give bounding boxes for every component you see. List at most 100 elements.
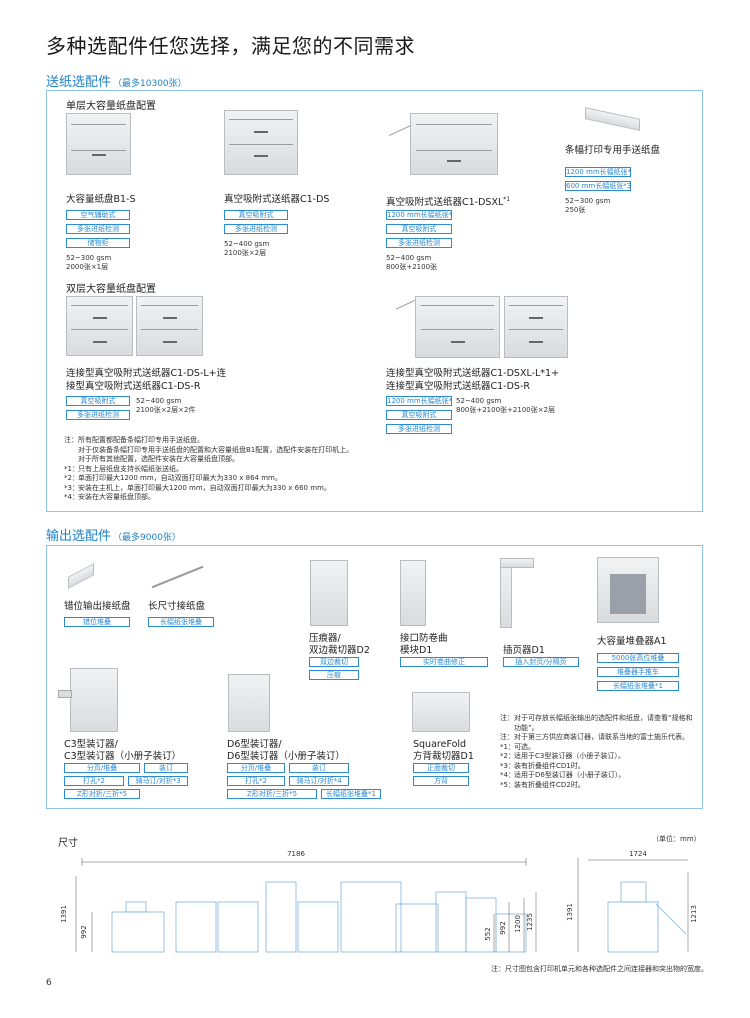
tag: 1200 mm长幅纸张*2 <box>386 210 452 220</box>
note-line: 注：对于可存放长幅纸张输出的选配件和纸盘，请查看“规格和功能”。 <box>500 714 693 732</box>
tag: 1200 mm长幅纸张*2 <box>565 167 631 177</box>
note-line: *3：安装在主机上，单面打印最大1200 mm，自动双面打印最大为330 x 6… <box>64 483 331 492</box>
tag: 压痕 <box>309 670 359 680</box>
stacker-image <box>597 557 659 623</box>
dim-h5: 1200 <box>514 915 522 933</box>
dim-box <box>465 897 497 953</box>
dim-box <box>340 881 402 953</box>
double-feeder-name-1: 连接型真空吸附式送纸器C1-DS-L+连 <box>66 368 227 379</box>
note-line: 对于所有其他配置，选配件安装在大容量纸盘顶部。 <box>78 455 239 463</box>
offset-tray-name: 错位输出接纸盘 <box>64 601 131 612</box>
tag: 插入封页/分隔页 <box>503 657 579 667</box>
tag: 多张进纸检测 <box>66 224 130 234</box>
double-feeder-l-image <box>66 296 133 356</box>
note-line: 注：所有配置都配备条幅打印专用手送纸盘。 <box>64 436 204 444</box>
dim-box <box>607 901 659 953</box>
tray-b1s-name: 大容量纸盘B1-S <box>66 194 136 205</box>
dim-box <box>395 903 439 953</box>
dim-box <box>620 881 647 903</box>
double-feeder-name-2: 接型真空吸附式送纸器C1-DS-R <box>66 381 201 392</box>
feeder-c1dsxl-name: 真空吸附式送纸器C1-DSXL*1 <box>386 196 511 209</box>
note-line: *3：装有折叠组件CD1时。 <box>500 761 585 770</box>
note-line: 注：对于第三方供应商装订器，请联系当地的富士施乐代表。 <box>500 733 689 741</box>
tag: 1200 mm长幅纸张*2 <box>386 396 452 406</box>
double-xl-spec-2: 800张+2100张+2100张×2层 <box>456 406 556 414</box>
dim-side-h1: 1391 <box>566 903 574 921</box>
double-xl-name-2: 连接型真空吸附式送纸器C1-DS-R <box>386 381 530 392</box>
tag: 真空吸附式 <box>386 224 452 234</box>
inserter-image <box>500 560 512 628</box>
dim-h6: 1235 <box>526 913 534 931</box>
dim-h1: 1391 <box>60 905 68 923</box>
single-config-title: 单层大容量纸盘配置 <box>66 101 156 112</box>
output-title-text: 输出选配件 <box>46 529 112 544</box>
output-box <box>46 545 703 809</box>
output-notes: 注：对于可存放长幅纸张输出的选配件和纸盘，请查看“规格和功能”。 注：对于第三方… <box>500 714 698 790</box>
bypass-tray-spec-1: 52~300 gsm <box>565 197 611 205</box>
dim-h4: 992 <box>499 921 507 934</box>
tag: Z形对折/三折*5 <box>227 789 317 799</box>
c3-finisher-name-2: C3型装订器（小册子装订） <box>64 751 182 762</box>
dim-side-h2: 1213 <box>690 905 698 923</box>
double-xl-spec-1: 52~400 gsm <box>456 397 502 405</box>
feed-title-text: 送纸选配件 <box>46 75 112 90</box>
feed-notes: 注：所有配置都配备条幅打印专用手送纸盘。 对于仅装备条幅打印专用手送纸盘的配置和… <box>64 436 404 503</box>
tag: 600 mm长幅纸张*3 <box>565 181 631 191</box>
c3-finisher-name-1: C3型装订器/ <box>64 739 118 750</box>
tray-b1s-image <box>66 113 131 175</box>
tray-b1s-spec-2: 2000张×1层 <box>66 263 109 271</box>
squarefold-name-2: 方背裁切器D1 <box>413 751 474 762</box>
dims-unit: （单位：mm） <box>652 835 701 843</box>
creaser-name-2: 双边裁切器D2 <box>309 645 370 656</box>
tag: 堆叠器手推车 <box>597 667 679 677</box>
feeder-c1ds-spec-1: 52~400 gsm <box>224 240 270 248</box>
tag: 打孔*2 <box>64 776 124 786</box>
double-xl-feeder-r-image <box>504 296 568 358</box>
tag: Z形对折/三折*5 <box>64 789 140 799</box>
note-line: 对于仅装备条幅打印专用手送纸盘的配置和大容量纸盘B1配置，选配件安装在打印机上。 <box>78 445 354 454</box>
feeder-c1ds-image <box>224 110 298 175</box>
decurler-image <box>400 560 426 626</box>
dims-note: 注：尺寸图包含打印机单元和各种选配件之间连接器和突出物的宽度。 <box>491 965 708 973</box>
dimension-drawing: 7186 1391 992 552 992 1200 1235 1724 139… <box>60 850 698 953</box>
tag: 打孔*2 <box>227 776 285 786</box>
page-title: 多种选配件任您选择，满足您的不同需求 <box>46 34 415 58</box>
feed-subtitle: （最多10300张） <box>113 79 187 89</box>
dim-box <box>265 881 297 953</box>
squarefold-image <box>412 692 470 732</box>
stacker-window <box>610 574 646 614</box>
page-number: 6 <box>46 978 52 988</box>
double-xl-name-1: 连接型真空吸附式送纸器C1-DSXL-L*1+ <box>386 368 560 379</box>
c3-finisher-image <box>70 668 118 732</box>
tag: 储物柜 <box>66 238 130 248</box>
tag: 分页/堆叠 <box>227 763 285 773</box>
feed-section-title: 送纸选配件（最多10300张） <box>46 71 187 90</box>
dims-title: 尺寸 <box>58 838 78 849</box>
tag: 实时卷曲修正 <box>400 657 488 667</box>
double-config-title: 双层大容量纸盘配置 <box>66 284 156 295</box>
tag: 分页/堆叠 <box>64 763 140 773</box>
note-line: *5：装有折叠组件CD2时。 <box>500 780 585 789</box>
tag: 多张进纸检测 <box>386 238 452 248</box>
double-xl-feeder-l-image <box>415 296 500 358</box>
output-section-title: 输出选配件（最多9000张） <box>46 525 181 544</box>
tray-b1s-spec-1: 52~300 gsm <box>66 254 112 262</box>
dim-box <box>297 901 339 953</box>
feed-box <box>46 90 703 512</box>
tag: 5000张高位堆叠 <box>597 653 679 663</box>
dim-box <box>175 901 217 953</box>
tag: 骑马订/对折*3 <box>128 776 188 786</box>
d6-finisher-name-1: D6型装订器/ <box>227 739 282 750</box>
dim-box <box>435 891 467 953</box>
creaser-image <box>310 560 348 626</box>
inserter-top-image <box>500 558 534 568</box>
tag: 骑马订/对折*4 <box>289 776 349 786</box>
note-line: *2：单面打印最大1200 mm，自动双面打印最大为330 x 864 mm。 <box>64 474 282 482</box>
feeder-c1dsxl-spec-2: 800张+2100张 <box>386 263 438 271</box>
dim-box <box>125 901 147 913</box>
tag: 多张进纸检测 <box>386 424 452 434</box>
dim-width-total: 7186 <box>287 850 305 858</box>
double-feeder-r-image <box>136 296 203 356</box>
inserter-name: 插页器D1 <box>503 645 545 656</box>
feeder-c1ds-name: 真空吸附式送纸器C1-DS <box>224 194 330 205</box>
